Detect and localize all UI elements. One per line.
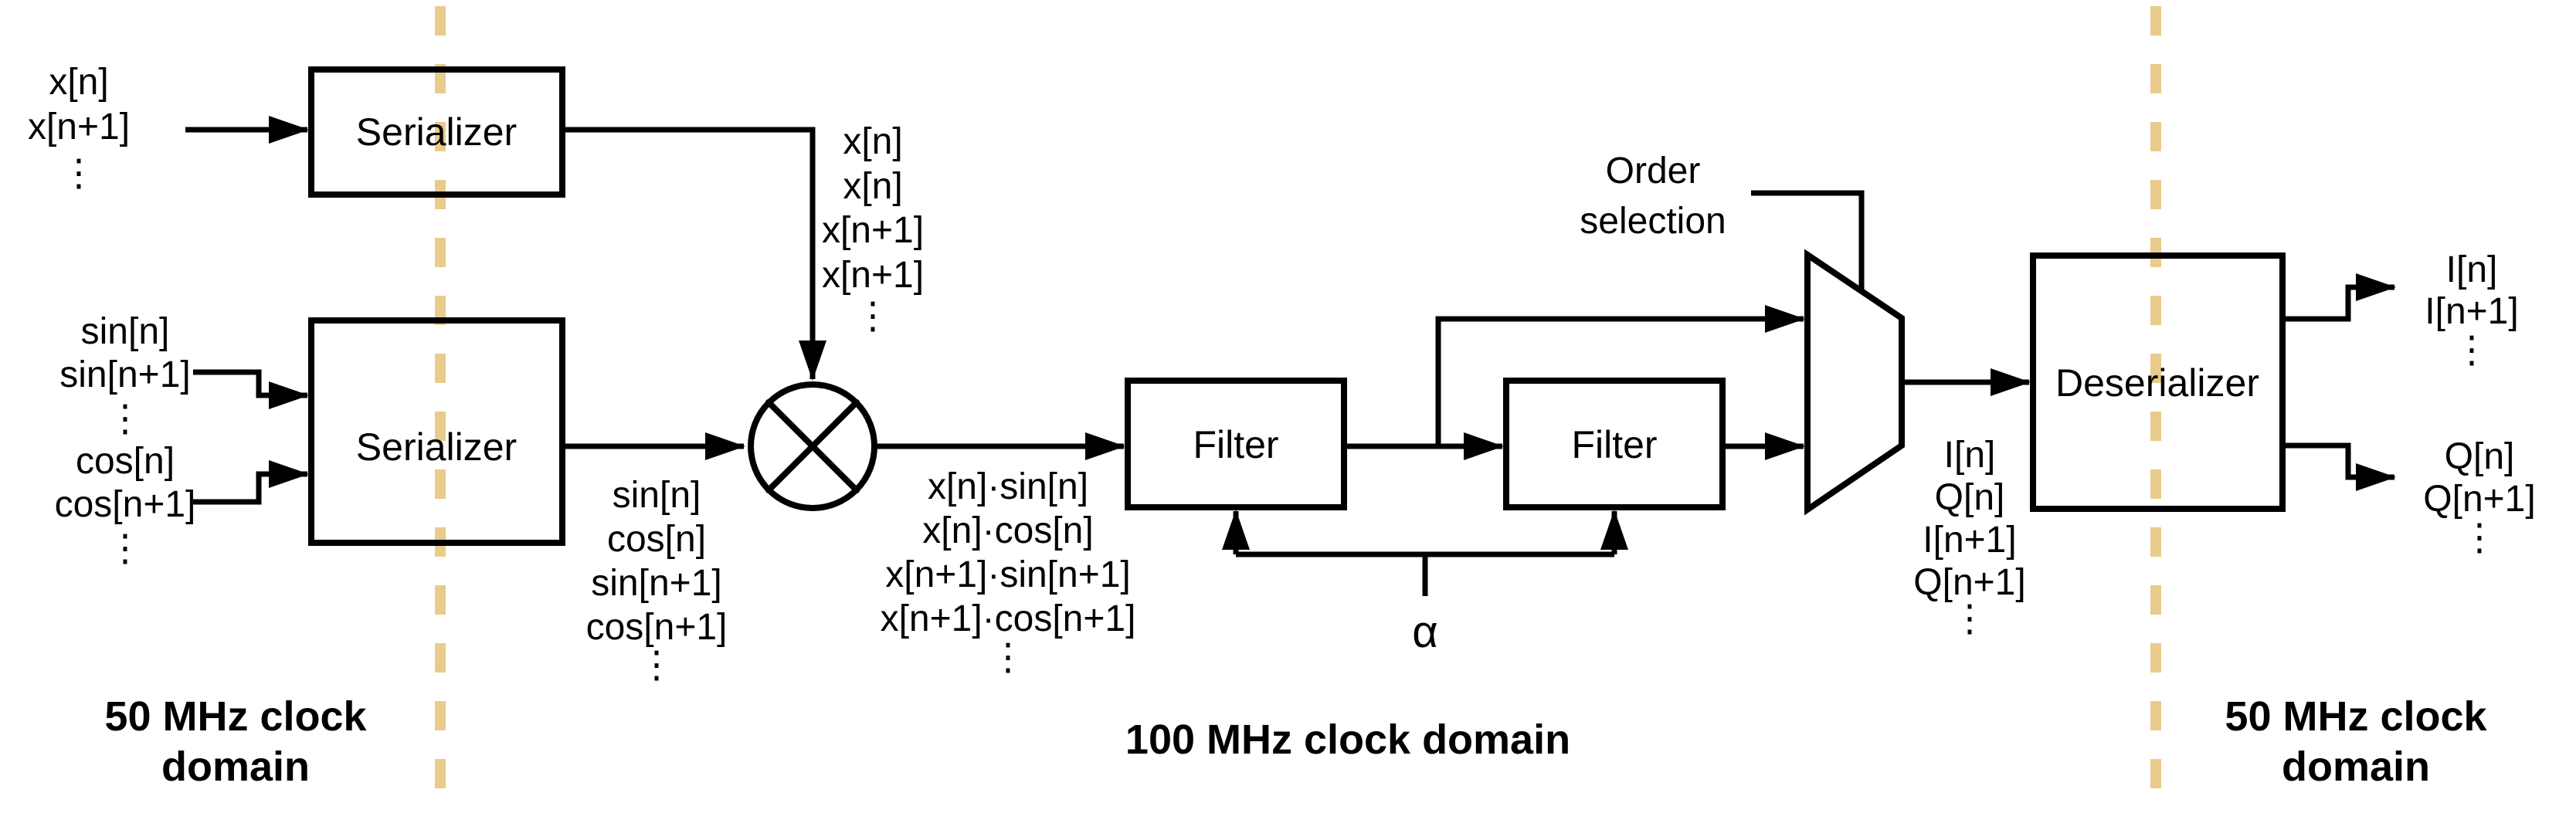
filter1-box	[1125, 378, 1347, 510]
iq-line2: Q[n]	[1935, 477, 2005, 518]
clock-domain-left-label: 50 MHz clock domain	[104, 693, 367, 790]
order-selection-label: Order selection	[1580, 151, 1726, 242]
sincos-line4: cos[n+1]	[586, 607, 728, 648]
iq-serial-stack: I[n] Q[n] I[n+1] Q[n+1] ⋮	[1913, 435, 2025, 639]
product-line2: x[n]·cos[n]	[922, 510, 1093, 551]
q-output-stack: Q[n] Q[n+1] ⋮	[2423, 436, 2535, 558]
product-stack: x[n]·sin[n] x[n]·cos[n] x[n+1]·sin[n+1] …	[881, 466, 1136, 678]
product-ellipsis: ⋮	[989, 637, 1027, 678]
i-output-line1: I[n]	[2446, 249, 2498, 290]
cos-input-stack: cos[n] cos[n+1] ⋮	[55, 441, 196, 569]
iq-line1: I[n]	[1944, 435, 1996, 476]
clock-right-line2: domain	[2282, 744, 2430, 790]
serializer1-label: Serializer	[356, 110, 517, 154]
x-serialized-stack: x[n] x[n] x[n+1] x[n+1] ⋮	[822, 121, 924, 337]
alpha-label: α	[1412, 607, 1438, 657]
x-serialized-line2: x[n]	[843, 166, 902, 207]
iq-line3: I[n+1]	[1923, 520, 2016, 561]
wire-cos-input	[193, 460, 309, 505]
wire-sin-input	[193, 369, 309, 409]
iq-ellipsis: ⋮	[1951, 598, 1988, 639]
wire-order-selection	[1751, 190, 1865, 290]
iq-line4: Q[n+1]	[1913, 562, 2025, 603]
product-line4: x[n+1]·cos[n+1]	[881, 598, 1136, 639]
sincos-ellipsis: ⋮	[638, 645, 675, 686]
wire-serializer1-to-multiplier	[562, 127, 826, 381]
i-output-ellipsis: ⋮	[2453, 330, 2490, 371]
wire-q-output	[2282, 442, 2396, 491]
clock-right-line1: 50 MHz clock	[2225, 693, 2487, 740]
clock-domain-right-label: 50 MHz clock domain	[2225, 693, 2487, 790]
sin-input-ellipsis: ⋮	[107, 398, 144, 439]
sincos-serialized-stack: sin[n] cos[n] sin[n+1] cos[n+1] ⋮	[586, 475, 728, 686]
x-serialized-line3: x[n+1]	[822, 210, 924, 251]
x-input-ellipsis: ⋮	[60, 153, 97, 194]
x-serialized-ellipsis: ⋮	[854, 296, 891, 337]
clock-left-line2: domain	[161, 744, 310, 790]
q-output-line1: Q[n]	[2445, 436, 2515, 477]
x-input-stack: x[n] x[n+1] ⋮	[28, 62, 130, 194]
q-output-ellipsis: ⋮	[2461, 517, 2498, 558]
multiplier-cross-line2	[765, 399, 860, 493]
sin-input-line1: sin[n]	[81, 311, 170, 352]
clock-domain-center-label: 100 MHz clock domain	[1125, 717, 1570, 763]
filter2-label: Filter	[1571, 423, 1657, 466]
order-selection-line2: selection	[1580, 201, 1726, 242]
deserializer-label: Deserializer	[2055, 361, 2259, 405]
sincos-line2: cos[n]	[607, 519, 706, 560]
order-selection-line1: Order	[1606, 151, 1701, 191]
sincos-line3: sin[n+1]	[591, 563, 721, 604]
sin-input-stack: sin[n] sin[n+1] ⋮	[59, 311, 190, 439]
q-output-line2: Q[n+1]	[2423, 479, 2535, 520]
i-output-stack: I[n] I[n+1] ⋮	[2425, 249, 2518, 371]
filter1-label: Filter	[1193, 423, 1278, 466]
i-output-line2: I[n+1]	[2425, 291, 2518, 332]
product-line1: x[n]·sin[n]	[928, 466, 1088, 507]
cos-input-ellipsis: ⋮	[107, 528, 144, 569]
serializer2-label: Serializer	[356, 425, 517, 469]
sin-input-line2: sin[n+1]	[59, 354, 190, 395]
cos-input-line1: cos[n]	[76, 441, 175, 482]
x-input-line1: x[n]	[49, 62, 108, 103]
deserializer-border	[2030, 252, 2286, 512]
cos-input-line2: cos[n+1]	[55, 484, 196, 525]
x-input-line2: x[n+1]	[28, 107, 130, 147]
wire-filter1-bypass-to-mux	[1435, 305, 1805, 446]
sincos-line1: sin[n]	[613, 475, 701, 516]
clock-left-line1: 50 MHz clock	[104, 693, 367, 740]
product-line3: x[n+1]·sin[n+1]	[885, 554, 1131, 595]
x-serialized-line1: x[n]	[843, 121, 902, 162]
mux-icon	[1804, 249, 1905, 516]
x-serialized-line4: x[n+1]	[822, 255, 924, 296]
serializer2-border	[308, 317, 565, 546]
wire-i-output	[2282, 273, 2396, 322]
